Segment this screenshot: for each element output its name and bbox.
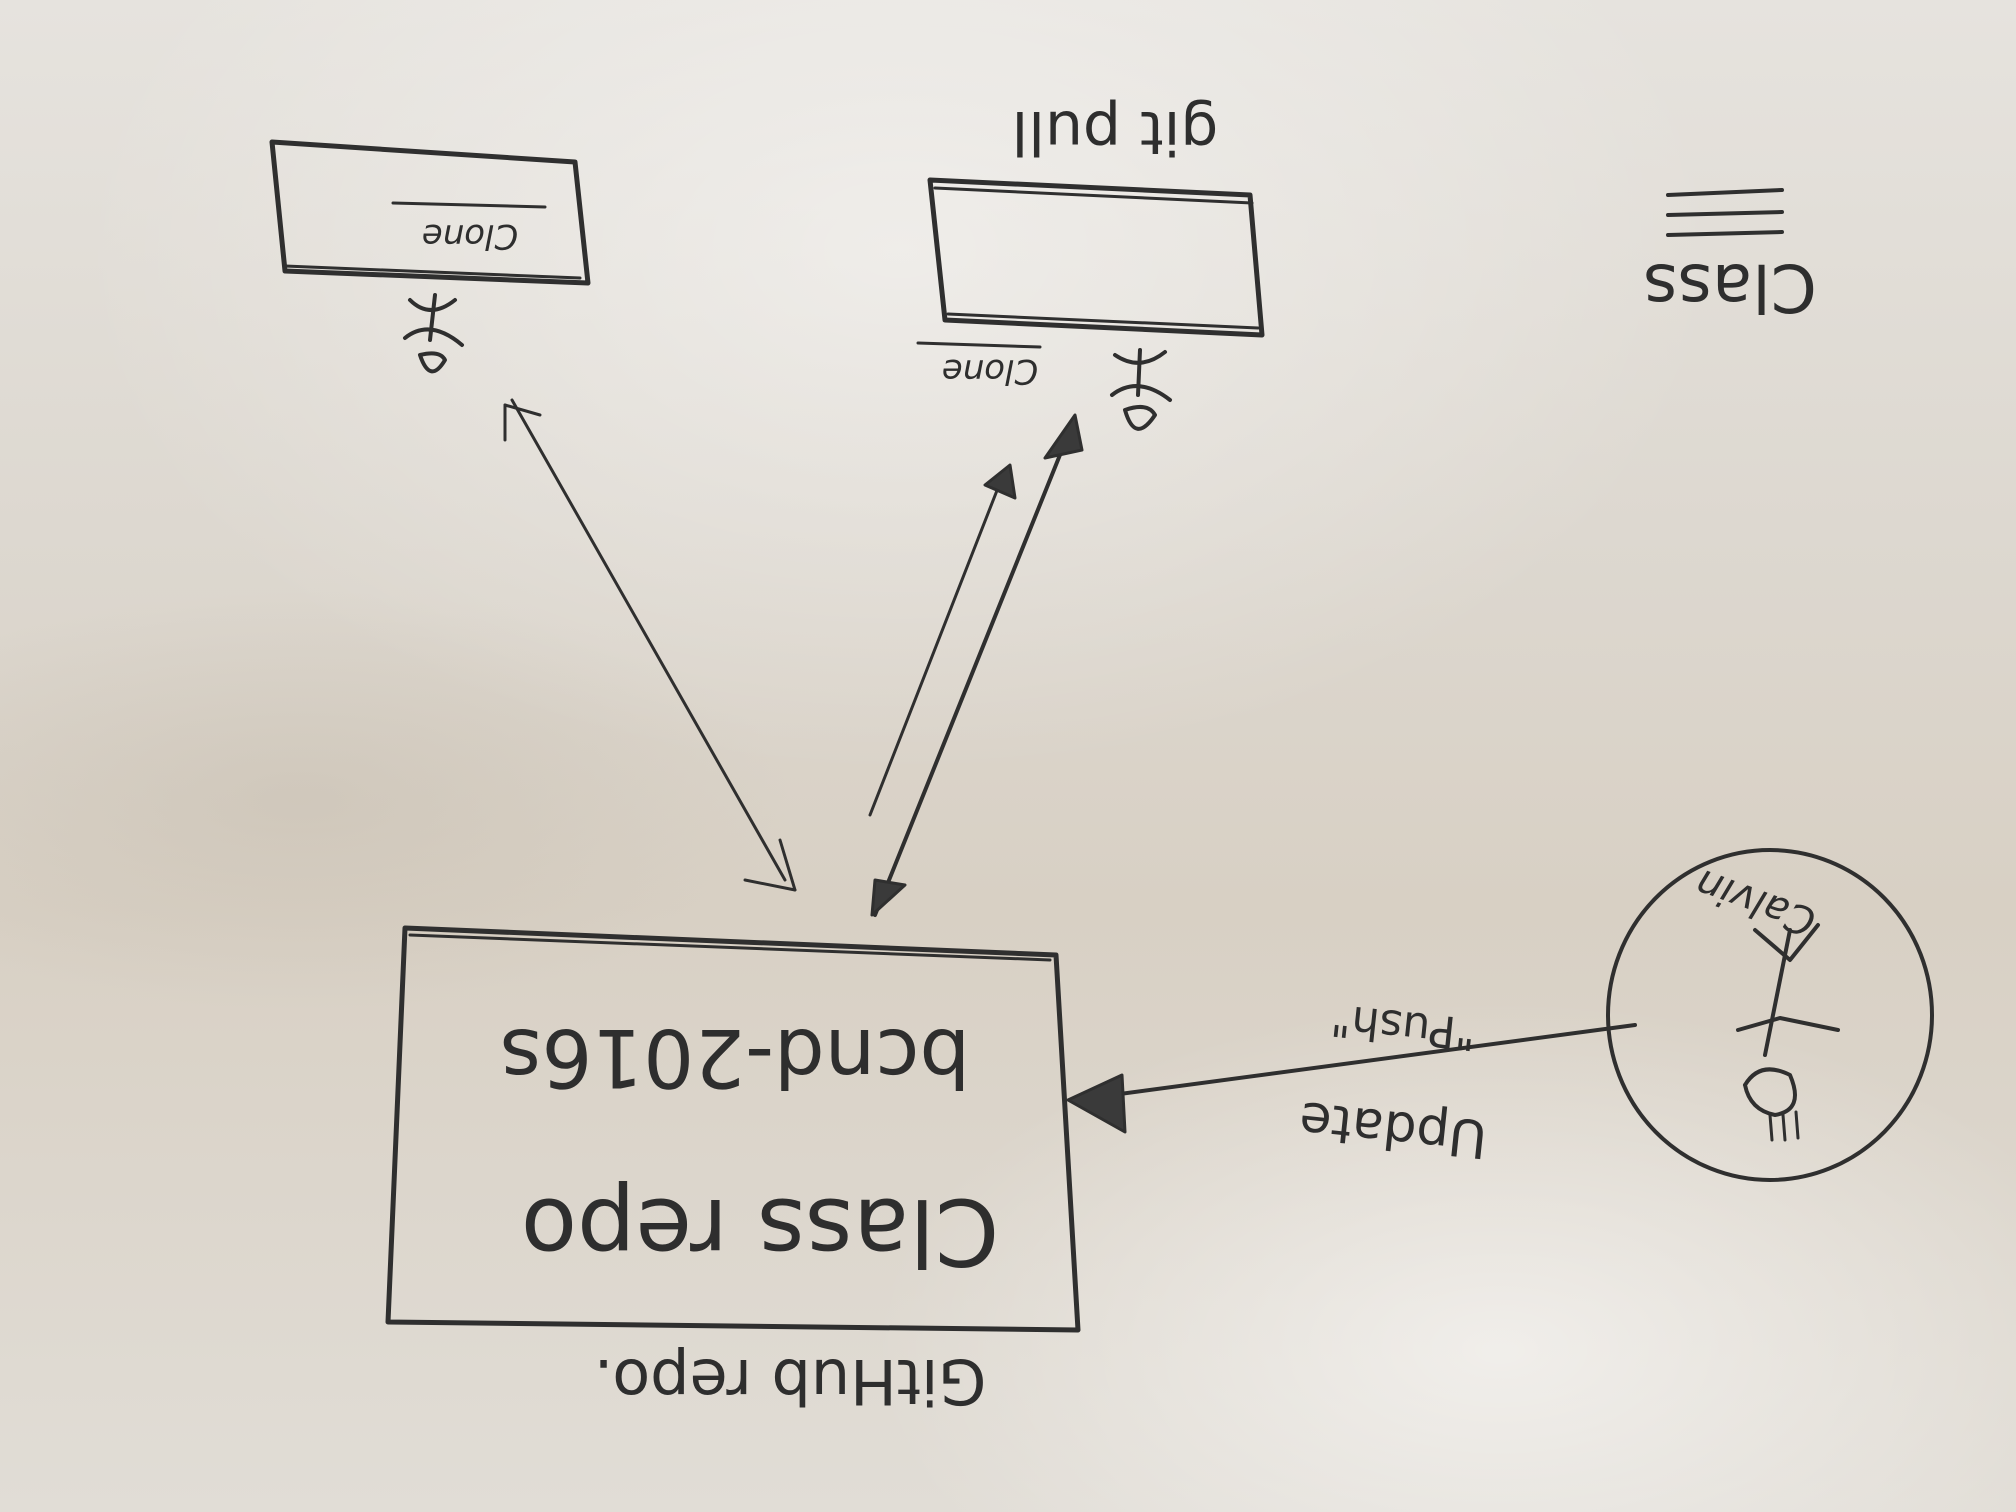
arrow-push — [1066, 1023, 1637, 1134]
student-right-clone-label: Clone — [942, 351, 1038, 391]
instructor-circle — [1606, 848, 1934, 1182]
class-repo-title: Class repo — [521, 1178, 999, 1285]
student-right-clone-box — [927, 177, 1265, 338]
push-label-push: "Push" — [1329, 993, 1478, 1059]
student-left-figure — [403, 293, 464, 374]
student-right-figure — [1110, 348, 1172, 431]
class-repo-box — [385, 925, 1081, 1333]
class-repo-subtitle: bcnd-2016s — [500, 1011, 970, 1104]
student-left-clone-box — [269, 139, 591, 286]
student-left-clone-underline — [391, 201, 547, 209]
push-label-update: Update — [1296, 1089, 1490, 1168]
instructor-figure — [1736, 923, 1840, 1142]
class-title-bar-3 — [1666, 230, 1784, 237]
class-title: Class — [1643, 249, 1817, 326]
arrow-left-clone — [503, 398, 797, 892]
student-right-clone-underline — [916, 341, 1042, 349]
class-title-bar-2 — [1666, 210, 1784, 217]
git-pull-label: git pull — [1012, 97, 1219, 167]
student-left-clone-label: Clone — [422, 216, 518, 256]
github-repo-label: GitHub repo. — [594, 1345, 987, 1418]
class-title-bar-1 — [1666, 188, 1784, 197]
arrow-right-clone — [868, 413, 1084, 917]
